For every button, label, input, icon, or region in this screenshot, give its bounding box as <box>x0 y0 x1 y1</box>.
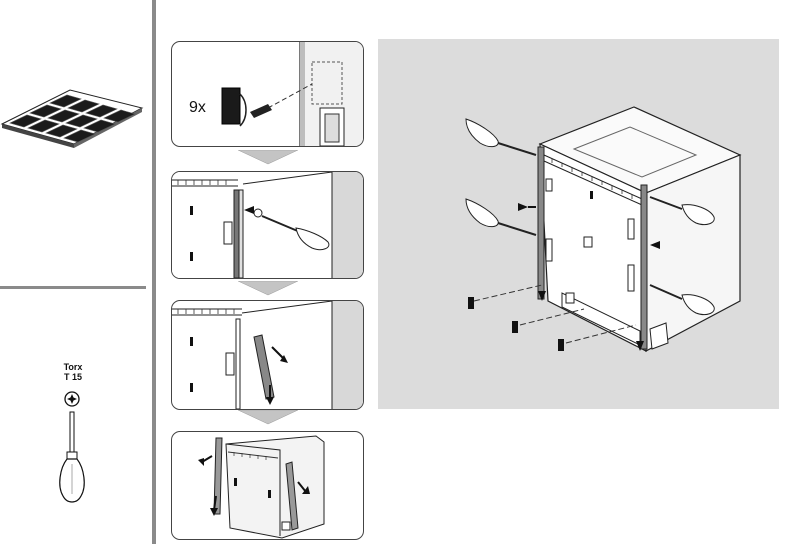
step4-panel <box>171 431 364 540</box>
tool-label: Torx T 15 <box>53 362 93 382</box>
pad-count-label: 9x <box>189 99 206 116</box>
step2-drawing <box>172 172 363 278</box>
tool-name-line1: Torx <box>63 362 83 372</box>
horizontal-separator <box>0 286 146 289</box>
step2-panel <box>171 171 364 279</box>
step-arrow-down-3 <box>238 410 298 425</box>
step1-drawing <box>221 42 363 146</box>
tool-name-line2: T 15 <box>63 372 82 382</box>
step3-drawing <box>172 301 363 409</box>
main-illustration-panel <box>378 39 779 409</box>
step-arrow-down-2 <box>238 281 298 296</box>
step4-drawing <box>198 435 325 539</box>
felt-pads-illustration <box>0 89 144 148</box>
step1-panel: 9x <box>171 41 364 147</box>
step3-panel <box>171 300 364 410</box>
step-arrow-down-1 <box>238 150 298 165</box>
dishwasher-assembly-drawing <box>465 106 742 352</box>
torx-screwdriver-icon <box>59 391 85 503</box>
vertical-separator <box>152 0 156 544</box>
